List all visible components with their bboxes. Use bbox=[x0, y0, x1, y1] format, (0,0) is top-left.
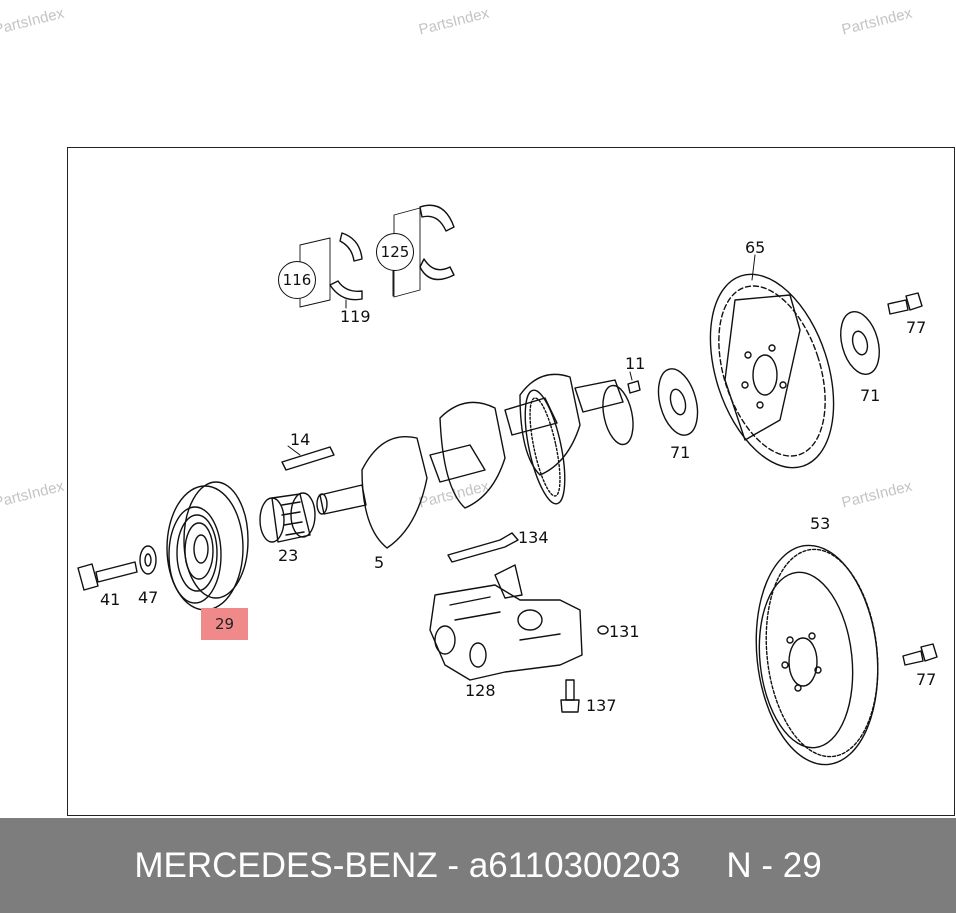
seal-ring-131 bbox=[597, 625, 609, 635]
diagram-frame bbox=[67, 147, 955, 816]
crankshaft-5 bbox=[316, 373, 634, 549]
callout-77-upper: 77 bbox=[906, 318, 927, 337]
oil-tube-134 bbox=[447, 532, 519, 563]
screw-137 bbox=[560, 679, 580, 713]
position-reference: N - 29 bbox=[726, 845, 822, 885]
separator: - bbox=[437, 845, 469, 885]
callout-41: 41 bbox=[100, 590, 121, 609]
part-number: a6110300203 bbox=[468, 845, 681, 885]
bolt-77-upper bbox=[887, 292, 923, 315]
callout-14: 14 bbox=[290, 430, 311, 449]
callout-137: 137 bbox=[586, 696, 617, 715]
woodruff-key-14 bbox=[281, 446, 335, 471]
washer-47 bbox=[139, 545, 157, 575]
callout-47: 47 bbox=[138, 588, 159, 607]
oil-pump-128 bbox=[429, 564, 583, 681]
callout-29-highlighted[interactable]: 29 bbox=[201, 608, 248, 640]
callout-23: 23 bbox=[278, 546, 299, 565]
callout-53: 53 bbox=[810, 514, 831, 533]
callout-119: 119 bbox=[340, 307, 371, 326]
callout-11: 11 bbox=[625, 354, 646, 373]
callout-71-right: 71 bbox=[860, 386, 881, 405]
bolt-41 bbox=[77, 561, 138, 591]
callout-134: 134 bbox=[518, 528, 549, 547]
brand-name: MERCEDES-BENZ bbox=[134, 845, 438, 885]
shim-71-right bbox=[840, 311, 880, 375]
callout-116: 116 bbox=[278, 261, 316, 299]
dowel-pin-11 bbox=[627, 380, 641, 394]
bolt-77-lower bbox=[902, 643, 938, 666]
flex-plate-65 bbox=[709, 273, 835, 469]
callout-128: 128 bbox=[465, 681, 496, 700]
shim-71-left bbox=[657, 368, 699, 436]
footer-bar: MERCEDES-BENZ - a6110300203 N - 29 bbox=[0, 818, 956, 913]
callout-5: 5 bbox=[374, 553, 385, 572]
callout-71-left: 71 bbox=[670, 443, 691, 462]
footer-caption: MERCEDES-BENZ - a6110300203 N - 29 bbox=[0, 818, 956, 913]
callout-65: 65 bbox=[745, 238, 766, 257]
crank-gear-23 bbox=[259, 492, 316, 543]
flywheel-53 bbox=[755, 544, 879, 766]
callout-125: 125 bbox=[376, 233, 414, 271]
vibration-damper-29 bbox=[166, 481, 249, 611]
callout-77-lower: 77 bbox=[916, 670, 937, 689]
callout-131: 131 bbox=[609, 622, 640, 641]
